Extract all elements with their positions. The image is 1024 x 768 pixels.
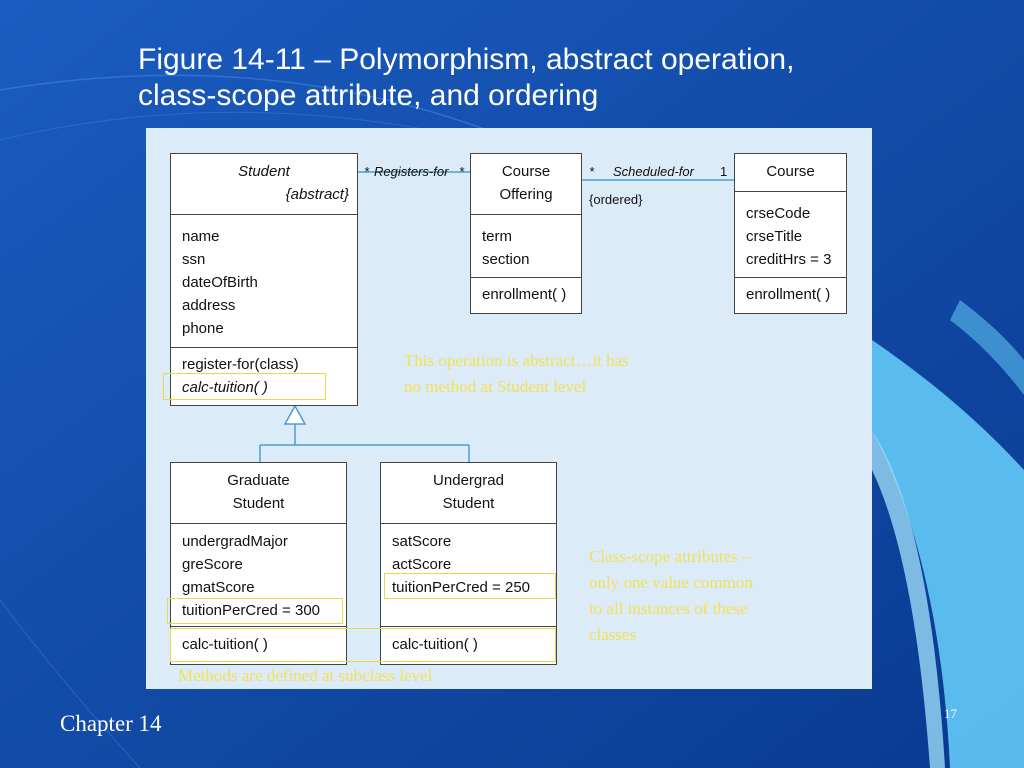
student-attribute: address xyxy=(182,297,236,314)
abstract-operation-note: This operation is abstract…it has no met… xyxy=(404,348,629,400)
course-offering-class: Course Offering term section enrollment(… xyxy=(470,153,582,314)
grad-class-scope-highlight xyxy=(167,598,343,624)
slide-title-line-1: Figure 14-11 – Polymorphism, abstract op… xyxy=(138,43,795,76)
graduate-student-operations: calc-tuition( ) xyxy=(171,626,346,653)
scheduled-for-mult-right: 1 xyxy=(720,164,728,179)
student-class: Student {abstract} name ssn dateOfBirth … xyxy=(170,153,358,406)
diagram-panel: Student {abstract} name ssn dateOfBirth … xyxy=(146,128,872,689)
course-class: Course crseCode crseTitle creditHrs = 3 … xyxy=(734,153,847,314)
scheduled-for-mult-left: * xyxy=(589,164,595,179)
student-operation: register-for(class) xyxy=(182,356,299,373)
abstract-operation-note-line: no method at Student level xyxy=(404,377,587,396)
undergrad-student-attribute: actScore xyxy=(392,556,452,573)
graduate-student-attribute: greScore xyxy=(182,556,243,573)
student-class-name: Student xyxy=(238,163,290,180)
student-attribute: phone xyxy=(182,320,224,337)
course-offering-operations: enrollment( ) xyxy=(471,277,581,303)
page-number: 17 xyxy=(944,706,957,721)
class-scope-note: Class-scope attributes – only one value … xyxy=(589,544,753,648)
undergrad-student-operation: calc-tuition( ) xyxy=(392,636,478,653)
undergrad-class-scope-highlight xyxy=(384,573,556,599)
course-offering-attributes: term section xyxy=(471,214,581,268)
course-attribute: crseTitle xyxy=(746,228,803,245)
registers-for-mult-left: * xyxy=(364,164,370,179)
course-attribute: creditHrs = 3 xyxy=(746,251,832,268)
undergrad-student-attribute: satScore xyxy=(392,533,452,550)
graduate-student-operation: calc-tuition( ) xyxy=(182,636,268,653)
class-scope-note-line: only one value common xyxy=(589,573,753,592)
student-attribute: ssn xyxy=(182,251,206,268)
course-operations: enrollment( ) xyxy=(735,277,846,303)
class-scope-note-line: Class-scope attributes – xyxy=(589,547,751,566)
course-offering-operation: enrollment( ) xyxy=(482,286,567,303)
student-attributes: name ssn dateOfBirth address phone xyxy=(171,214,357,337)
course-operation: enrollment( ) xyxy=(746,286,831,303)
undergrad-student-name-line-2: Student xyxy=(442,495,495,512)
scheduled-for-label: Scheduled-for xyxy=(613,164,694,179)
course-class-name: Course xyxy=(766,163,815,180)
graduate-student-attributes: undergradMajor greScore gmatScore tuitio… xyxy=(171,523,346,619)
slide-title-line-2: class-scope attribute, and ordering xyxy=(138,79,599,112)
course-offering-attribute: section xyxy=(482,251,530,268)
student-abstract-stereotype: {abstract} xyxy=(285,186,349,203)
undergrad-student-attributes: satScore actScore tuitionPerCred = 250 xyxy=(381,523,556,596)
graduate-student-attribute: gmatScore xyxy=(182,579,255,596)
registers-for-mult-right: * xyxy=(459,164,465,179)
course-attributes: crseCode crseTitle creditHrs = 3 xyxy=(735,191,846,268)
graduate-student-class-scope-attribute: tuitionPerCred = 300 xyxy=(182,602,321,619)
ordered-constraint: {ordered} xyxy=(589,192,643,207)
graduate-student-name-line-2: Student xyxy=(232,495,285,512)
undergrad-student-class-scope-attribute: tuitionPerCred = 250 xyxy=(392,579,531,596)
student-abstract-operation: calc-tuition( ) xyxy=(182,379,268,396)
class-scope-note-line: classes xyxy=(589,625,637,644)
class-scope-note-line: to all instances of these xyxy=(589,599,748,618)
slide-title: Figure 14-11 – Polymorphism, abstract op… xyxy=(138,42,938,114)
subclass-methods-note: Methods are defined at subclass level xyxy=(178,666,433,685)
generalization-arrowhead xyxy=(283,404,307,425)
slide-footer: Chapter 14 xyxy=(60,711,162,736)
undergrad-student-name-line-1: Undergrad xyxy=(433,472,504,489)
registers-for-label: Registers-for xyxy=(374,164,449,179)
course-attribute: crseCode xyxy=(746,205,811,222)
subclass-methods-highlight xyxy=(170,628,556,662)
undergrad-student-class: Undergrad Student satScore actScore tuit… xyxy=(380,462,557,665)
course-offering-name-line-2: Offering xyxy=(499,186,553,203)
undergrad-student-operations: calc-tuition( ) xyxy=(381,626,556,653)
course-offering-attribute: term xyxy=(482,228,512,245)
course-offering-name-line-1: Course xyxy=(501,163,551,180)
graduate-student-attribute: undergradMajor xyxy=(182,533,288,550)
abstract-operation-highlight xyxy=(163,373,326,400)
abstract-operation-note-line: This operation is abstract…it has xyxy=(404,351,629,370)
student-operations: register-for(class) calc-tuition( ) xyxy=(171,347,357,396)
student-attribute: name xyxy=(182,228,220,245)
student-attribute: dateOfBirth xyxy=(182,274,258,291)
graduate-student-class: Graduate Student undergradMajor greScore… xyxy=(170,462,347,665)
graduate-student-name-line-1: Graduate xyxy=(227,472,290,489)
